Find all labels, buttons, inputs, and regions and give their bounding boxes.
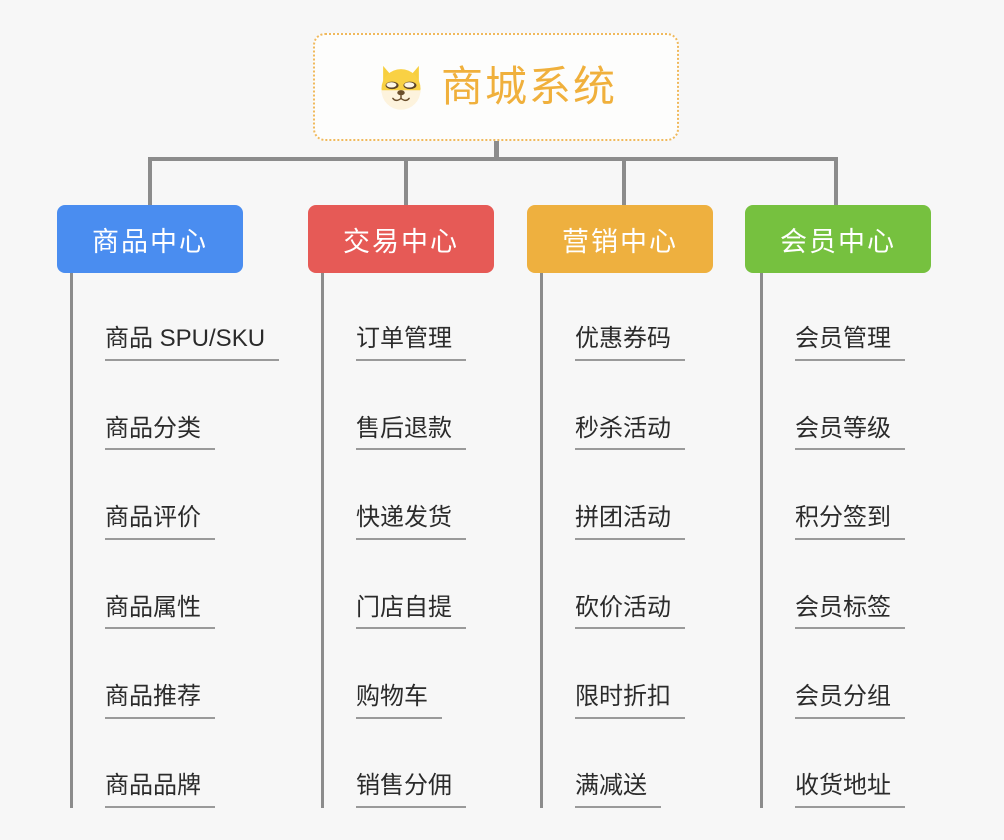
leaf-item[interactable]: 优惠券码 [543,273,730,361]
leaf-item[interactable]: 商品分类 [73,362,330,451]
leaf-item-label: 限时折扣 [575,683,685,719]
leaf-item-label: 优惠券码 [575,325,685,361]
bus-horizontal-connector [150,157,838,161]
leaf-item[interactable]: 积分签到 [763,452,950,540]
category-header-label: 营销中心 [562,226,678,257]
root-node[interactable]: 商城系统 [313,33,679,141]
category-header-trade[interactable]: 交易中心 [308,205,494,273]
leaf-item-label: 商品 SPU/SKU [105,325,280,361]
leaf-item[interactable]: 门店自提 [324,541,511,630]
branch-drop-connector-4 [834,157,838,205]
leaf-item-label: 满减送 [575,772,661,808]
leaf-item[interactable]: 商品推荐 [73,631,330,719]
category-header-marketing[interactable]: 营销中心 [527,205,713,273]
root-trunk-connector [494,141,499,158]
leaf-item-label: 积分签到 [795,504,905,540]
leaf-item[interactable]: 销售分佣 [324,720,511,808]
leaf-item-label: 门店自提 [356,594,466,630]
leaf-item-label: 收货地址 [795,772,905,808]
leaf-item-label: 商品分类 [105,415,215,451]
leaf-item[interactable]: 会员等级 [763,362,950,451]
leaf-item[interactable]: 会员管理 [763,273,950,361]
leaf-item-label: 购物车 [356,683,442,719]
leaf-item[interactable]: 订单管理 [324,273,511,361]
leaf-item-label: 砍价活动 [575,594,685,630]
leaf-item[interactable]: 商品 SPU/SKU [73,273,330,361]
branch-drop-connector-2 [404,157,408,205]
leaf-item-label: 商品推荐 [105,683,215,719]
leaf-item-label: 会员标签 [795,594,905,630]
root-title: 商城系统 [440,63,617,110]
leaf-column-product: 商品 SPU/SKU 商品分类 商品评价 商品属性 商品推荐 商品品牌 [70,273,330,808]
leaf-item[interactable]: 砍价活动 [543,541,730,630]
leaf-item-label: 秒杀活动 [575,415,685,451]
category-header-label: 会员中心 [780,226,896,257]
leaf-item[interactable]: 满减送 [543,720,730,808]
leaf-item[interactable]: 会员标签 [763,541,950,630]
shiba-dog-face-icon [381,65,421,110]
leaf-item-label: 会员管理 [795,325,905,361]
leaf-item-label: 商品属性 [105,594,215,630]
leaf-item[interactable]: 会员分组 [763,631,950,719]
category-header-member[interactable]: 会员中心 [745,205,931,273]
branch-drop-connector-3 [622,157,626,205]
leaf-item[interactable]: 商品属性 [73,541,330,630]
leaf-item-label: 订单管理 [356,325,466,361]
leaf-item-label: 快递发货 [356,504,466,540]
leaf-item[interactable]: 商品品牌 [73,720,330,808]
leaf-item[interactable]: 收货地址 [763,720,950,808]
leaf-item-label: 商品评价 [105,504,215,540]
leaf-item-label: 商品品牌 [105,772,215,808]
leaf-item[interactable]: 秒杀活动 [543,362,730,451]
category-header-product[interactable]: 商品中心 [57,205,243,273]
leaf-column-marketing: 优惠券码 秒杀活动 拼团活动 砍价活动 限时折扣 满减送 [540,273,730,808]
category-header-label: 商品中心 [92,226,208,257]
leaf-item[interactable]: 商品评价 [73,452,330,540]
leaf-item[interactable]: 拼团活动 [543,452,730,540]
leaf-item-label: 拼团活动 [575,504,685,540]
leaf-item[interactable]: 售后退款 [324,362,511,451]
leaf-item-label: 会员分组 [795,683,905,719]
leaf-item[interactable]: 购物车 [324,631,511,719]
leaf-item-label: 销售分佣 [356,772,466,808]
leaf-column-member: 会员管理 会员等级 积分签到 会员标签 会员分组 收货地址 [760,273,950,808]
leaf-column-trade: 订单管理 售后退款 快递发货 门店自提 购物车 销售分佣 [321,273,511,808]
leaf-item[interactable]: 限时折扣 [543,631,730,719]
category-header-label: 交易中心 [343,226,459,257]
leaf-item-label: 售后退款 [356,415,466,451]
branch-drop-connector-1 [148,157,152,205]
leaf-item[interactable]: 快递发货 [324,452,511,540]
leaf-item-label: 会员等级 [795,415,905,451]
